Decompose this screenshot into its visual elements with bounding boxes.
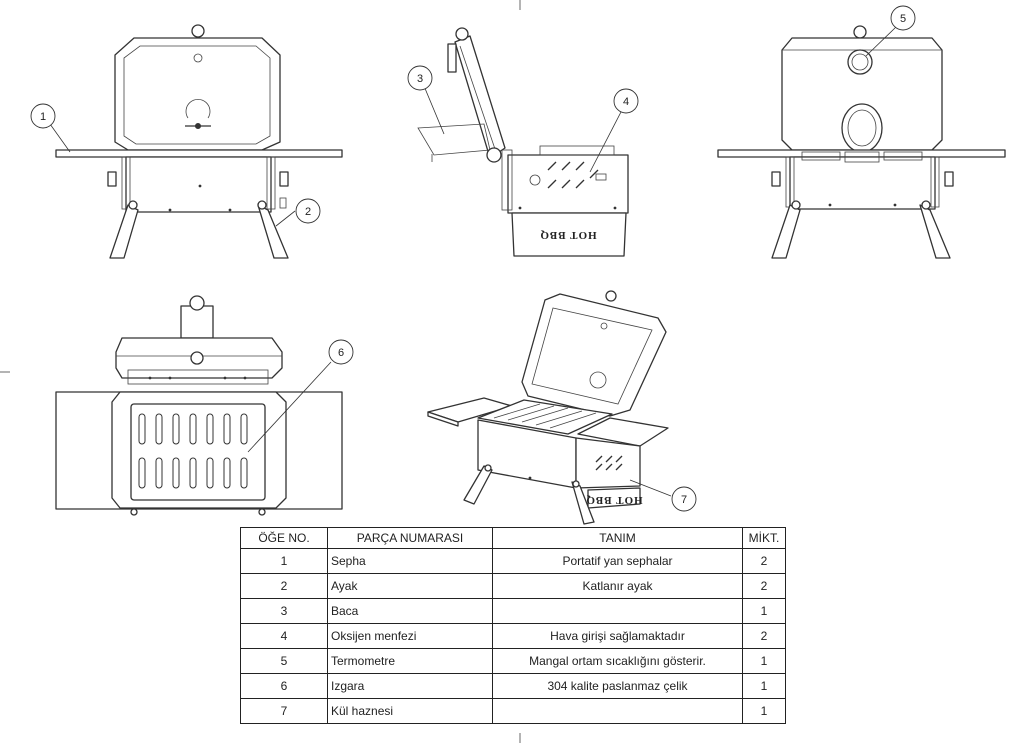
cell-item: 2 (240, 573, 328, 599)
balloon-4-label: 4 (623, 96, 629, 108)
back-view (717, 25, 1006, 259)
iso-grate (477, 399, 613, 435)
table-row: 2 Ayak Katlanır ayak 2 (240, 573, 786, 599)
table-row: 4 Oksijen menfezi Hava girişi sağlamakta… (240, 623, 786, 649)
iso-lid (521, 293, 667, 417)
header-description: TANIM (492, 527, 743, 549)
lid-outer (114, 37, 281, 151)
balloon-4: 4 (613, 88, 639, 114)
table-header-row: ÖĞE NO. PARÇA NUMARASI TANIM MİKT. (240, 527, 786, 549)
table-row: 6 Izgara 304 kalite paslanmaz çelik 1 (240, 673, 786, 699)
cell-description: 304 kalite paslanmaz çelik (492, 673, 743, 699)
cell-part: Ayak (327, 573, 493, 599)
cell-part: Sepha (327, 548, 493, 574)
header-part-number: PARÇA NUMARASI (327, 527, 493, 549)
cell-description (492, 598, 743, 624)
cell-description: Katlanır ayak (492, 573, 743, 599)
side-ash-tray (511, 212, 627, 257)
iso-ash-tray (587, 487, 641, 509)
logo-text-side: HOT BBQ (539, 229, 596, 241)
header-item-no: ÖĞE NO. (240, 527, 328, 549)
grill-grate (130, 403, 266, 501)
side-shelf (55, 149, 343, 158)
table-row: 3 Baca 1 (240, 598, 786, 624)
balloon-2-label: 2 (305, 206, 311, 218)
cell-description (492, 698, 743, 724)
table-row: 7 Kül haznesi 1 (240, 698, 786, 724)
balloon-7-label: 7 (681, 494, 687, 506)
leader-lines (49, 26, 897, 497)
cell-item: 1 (240, 548, 328, 574)
cell-item: 5 (240, 648, 328, 674)
balloon-3-label: 3 (417, 73, 423, 85)
balloon-5-label: 5 (900, 13, 906, 25)
table-row: 5 Termometre Mangal ortam sıcaklığını gö… (240, 648, 786, 674)
header-quantity: MİKT. (742, 527, 786, 549)
cell-item: 4 (240, 623, 328, 649)
cell-qty: 1 (742, 598, 786, 624)
cell-part: Izgara (327, 673, 493, 699)
table-row: 1 Sepha Portatif yan sephalar 2 (240, 548, 786, 574)
grate-slots (138, 413, 248, 489)
balloon-1: 1 (30, 103, 56, 129)
balloon-6-label: 6 (338, 347, 344, 359)
cell-description: Portatif yan sephalar (492, 548, 743, 574)
cell-qty: 2 (742, 548, 786, 574)
iso-vents (595, 455, 623, 471)
lid-handle (191, 24, 205, 38)
firebox-body (125, 156, 272, 213)
cell-qty: 1 (742, 698, 786, 724)
cell-part: Termometre (327, 648, 493, 674)
balloon-3: 3 (407, 65, 433, 91)
balloon-6: 6 (328, 339, 354, 365)
cell-part: Baca (327, 598, 493, 624)
cell-part: Oksijen menfezi (327, 623, 493, 649)
cell-item: 3 (240, 598, 328, 624)
front-view (55, 24, 343, 259)
top-view (55, 295, 343, 516)
balloon-1-label: 1 (40, 111, 46, 123)
logo-text-iso: HOT BBQ (585, 494, 642, 506)
isometric-view: HOT BBQ (427, 290, 669, 525)
side-view: HOT BBQ (417, 27, 629, 257)
balloon-7: 7 (671, 486, 697, 512)
cell-qty: 2 (742, 623, 786, 649)
cell-item: 7 (240, 698, 328, 724)
cell-qty: 1 (742, 673, 786, 699)
cell-description: Hava girişi sağlamaktadır (492, 623, 743, 649)
folding-leg (109, 204, 139, 259)
cell-qty: 1 (742, 648, 786, 674)
cell-item: 6 (240, 673, 328, 699)
air-vent-slots (529, 161, 607, 189)
cell-part: Kül haznesi (327, 698, 493, 724)
cell-qty: 2 (742, 573, 786, 599)
balloon-2: 2 (295, 198, 321, 224)
balloon-5: 5 (890, 5, 916, 31)
top-chimney (180, 305, 214, 339)
bill-of-materials-table: ÖĞE NO. PARÇA NUMARASI TANIM MİKT. 1 Sep… (240, 527, 786, 724)
cell-description: Mangal ortam sıcaklığını gösterir. (492, 648, 743, 674)
